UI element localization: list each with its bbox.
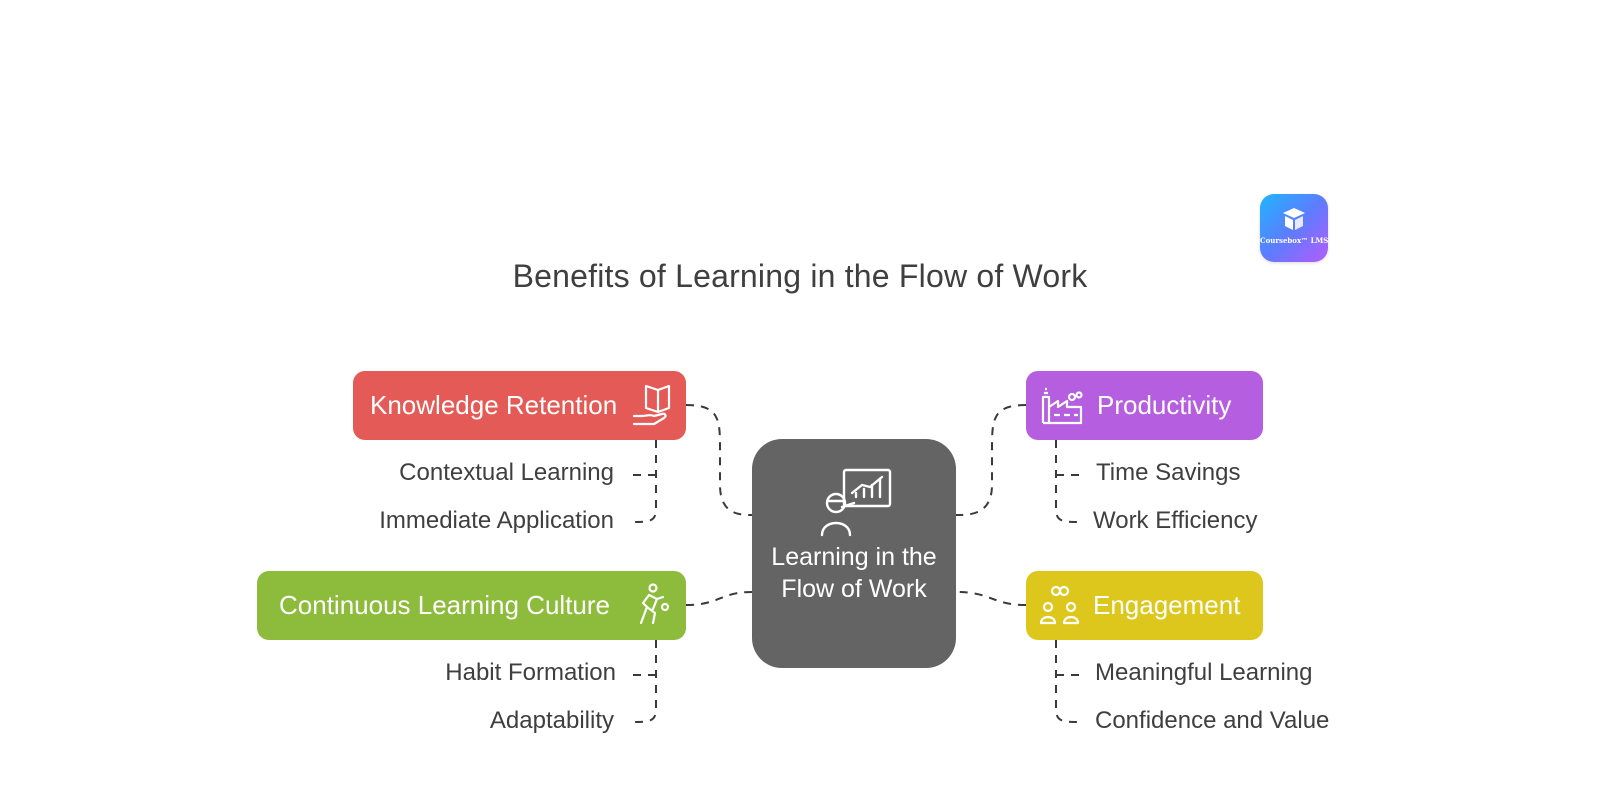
logo-text: Coursebox™ LMS	[1260, 236, 1329, 245]
book-in-hand-icon	[632, 384, 671, 426]
item-habit-formation: Habit Formation	[445, 659, 616, 686]
connector-culture-items	[629, 640, 657, 723]
item-work-efficiency: Work Efficiency	[1093, 507, 1258, 534]
connector-productivity	[955, 404, 1027, 516]
coursebox-logo: Coursebox™ LMS	[1260, 194, 1328, 262]
item-confidence-and-value: Confidence and Value	[1095, 707, 1330, 734]
presenter-chart-icon	[820, 468, 892, 537]
item-meaningful-learning: Meaningful Learning	[1095, 659, 1313, 686]
connector-culture	[685, 591, 753, 606]
branch-engagement: Engagement	[1026, 571, 1263, 640]
graduation-cube-icon	[1283, 208, 1305, 230]
running-person-icon	[639, 583, 670, 625]
branch-label: Knowledge Retention	[370, 390, 618, 420]
diagram-title: Benefits of Learning in the Flow of Work	[512, 258, 1088, 294]
branch-continuous-learning-culture: Continuous Learning Culture	[257, 571, 686, 640]
item-adaptability: Adaptability	[489, 707, 614, 734]
center-node: Learning in the Flow of Work	[752, 439, 956, 668]
connector-engagement	[955, 591, 1027, 606]
branch-productivity: Productivity	[1026, 371, 1263, 440]
item-contextual-learning: Contextual Learning	[399, 459, 614, 486]
branch-label: Continuous Learning Culture	[279, 590, 610, 620]
connector-engagement-items	[1055, 640, 1083, 723]
item-immediate-application: Immediate Application	[379, 507, 614, 534]
factory-icon	[1041, 387, 1083, 425]
connector-knowledge	[685, 404, 753, 516]
connector-productivity-items	[1055, 440, 1083, 523]
connector-knowledge-items	[629, 440, 657, 523]
center-label: Learning in the Flow of Work	[771, 543, 937, 603]
branch-label: Engagement	[1093, 590, 1241, 620]
branch-knowledge-retention: Knowledge Retention	[353, 371, 686, 440]
people-connected-icon	[1039, 585, 1080, 625]
branch-label: Productivity	[1097, 390, 1232, 420]
item-time-savings: Time Savings	[1096, 459, 1241, 486]
